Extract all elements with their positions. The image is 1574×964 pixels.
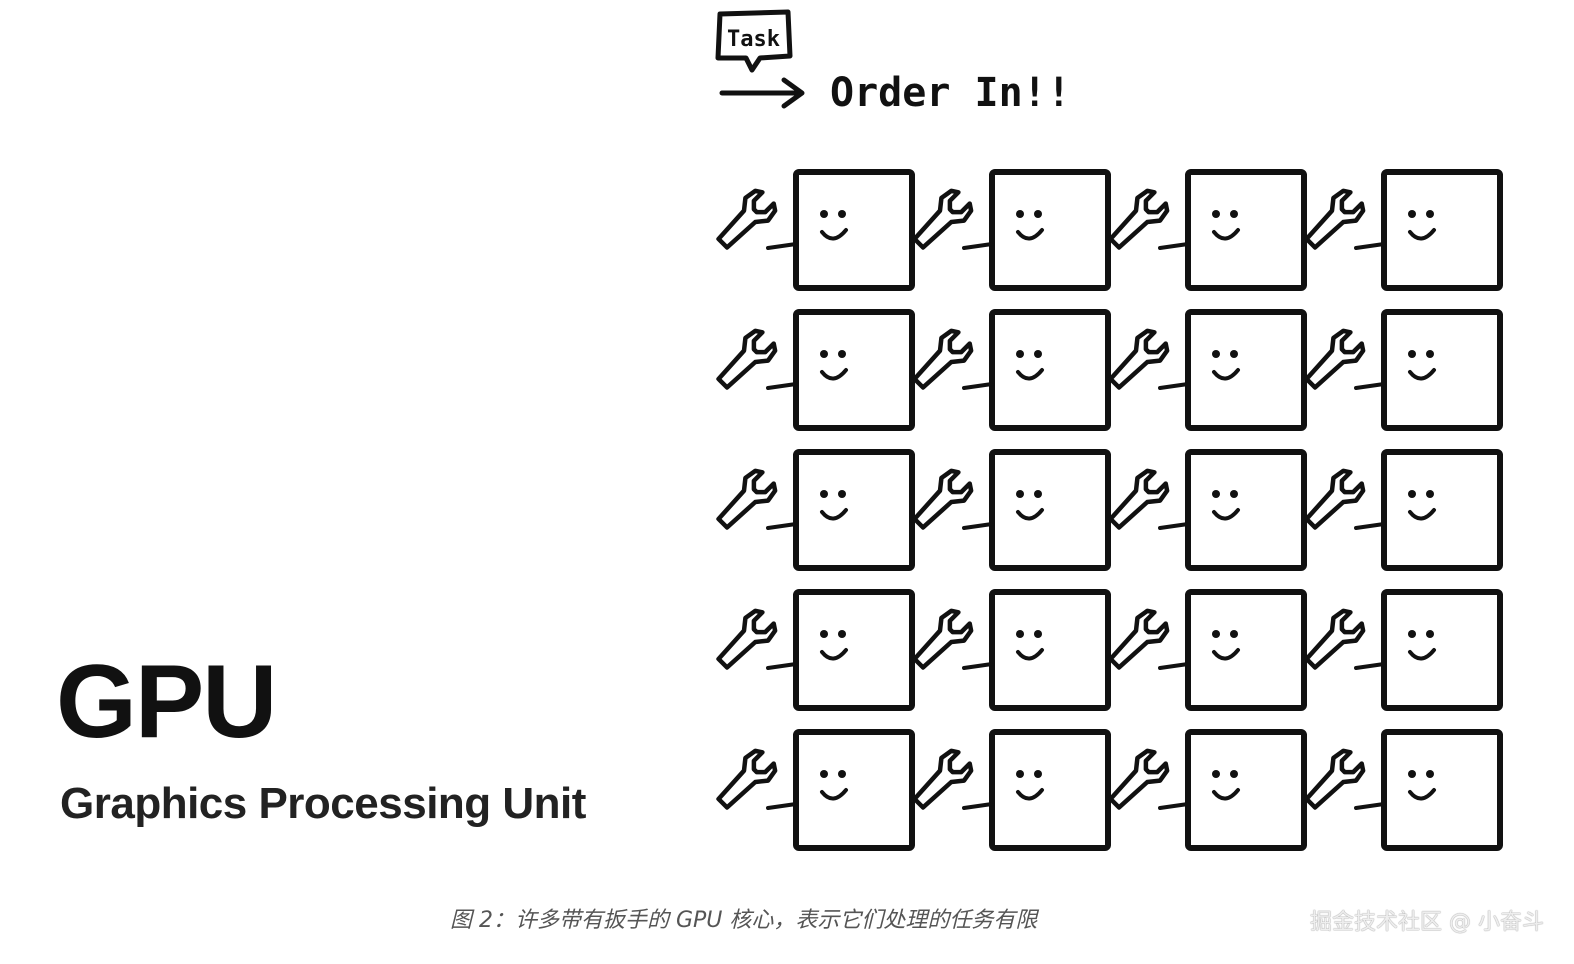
watermark: 掘金技术社区 @ 小奋斗 [1310, 910, 1544, 935]
gpu-cores-diagram: Task Order In!! [715, 9, 1503, 851]
gpu-core [912, 169, 1111, 291]
smiley-face-icon [1408, 210, 1436, 241]
wrench-icon [1108, 748, 1170, 810]
wrench-icon [1304, 468, 1366, 530]
wrench-icon [716, 468, 778, 530]
core-box [793, 729, 915, 851]
gpu-core [912, 589, 1111, 711]
smiley-face-icon [820, 490, 848, 521]
smiley-face-icon [1408, 770, 1436, 801]
smiley-face-icon [1016, 350, 1044, 381]
smiley-face-icon [1212, 350, 1240, 381]
wrench-icon [912, 188, 974, 250]
core-box [1381, 589, 1503, 711]
smiley-face-icon [1016, 210, 1044, 241]
wrench-icon [716, 608, 778, 670]
smiley-face-icon [820, 770, 848, 801]
smiley-face-icon [1212, 490, 1240, 521]
wrench-icon [1108, 468, 1170, 530]
gpu-core [716, 729, 915, 851]
gpu-core [1108, 169, 1307, 291]
figure-caption: 图 2：许多带有扳手的 GPU 核心，表示它们处理的任务有限 [450, 908, 1038, 933]
core-grid [716, 169, 1503, 851]
gpu-core [1108, 309, 1307, 431]
wrench-icon [716, 328, 778, 390]
gpu-core [716, 309, 915, 431]
core-box [793, 589, 915, 711]
smiley-face-icon [1016, 630, 1044, 661]
core-box [1185, 449, 1307, 571]
smiley-face-icon [1016, 770, 1044, 801]
core-box [989, 169, 1111, 291]
core-box [1185, 729, 1307, 851]
gpu-core [1108, 449, 1307, 571]
core-box [989, 729, 1111, 851]
smiley-face-icon [1212, 770, 1240, 801]
wrench-icon [1304, 328, 1366, 390]
core-box [793, 309, 915, 431]
gpu-core [1304, 449, 1503, 571]
smiley-face-icon [1408, 350, 1436, 381]
wrench-icon [1108, 328, 1170, 390]
wrench-icon [912, 328, 974, 390]
smiley-face-icon [1016, 490, 1044, 521]
smiley-face-icon [1212, 630, 1240, 661]
gpu-core [912, 729, 1111, 851]
smiley-face-icon [1212, 210, 1240, 241]
wrench-icon [912, 748, 974, 810]
smiley-face-icon [820, 630, 848, 661]
core-box [1185, 169, 1307, 291]
core-box [989, 449, 1111, 571]
gpu-core [912, 309, 1111, 431]
core-box [1381, 169, 1503, 291]
gpu-core [716, 589, 915, 711]
core-box [1381, 309, 1503, 431]
core-box [1185, 589, 1307, 711]
gpu-core [1304, 729, 1503, 851]
smiley-face-icon [1408, 490, 1436, 521]
wrench-icon [912, 608, 974, 670]
task-label: Task [727, 27, 780, 52]
wrench-icon [1304, 748, 1366, 810]
smiley-face-icon [1408, 630, 1436, 661]
wrench-icon [912, 468, 974, 530]
gpu-core [716, 169, 915, 291]
gpu-core [1108, 729, 1307, 851]
wrench-icon [1108, 188, 1170, 250]
core-box [793, 449, 915, 571]
gpu-core [912, 449, 1111, 571]
order-in-text: Order In!! [830, 70, 1071, 116]
wrench-icon [1304, 608, 1366, 670]
core-box [1381, 729, 1503, 851]
gpu-core [1304, 169, 1503, 291]
gpu-subtitle: Graphics Processing Unit [60, 779, 586, 828]
smiley-face-icon [820, 210, 848, 241]
gpu-core [1304, 589, 1503, 711]
gpu-core [1108, 589, 1307, 711]
wrench-icon [716, 748, 778, 810]
gpu-core [716, 449, 915, 571]
gpu-core [1304, 309, 1503, 431]
wrench-icon [1304, 188, 1366, 250]
arrow-icon [719, 77, 805, 109]
smiley-face-icon [820, 350, 848, 381]
core-box [989, 309, 1111, 431]
core-box [1381, 449, 1503, 571]
wrench-icon [1108, 608, 1170, 670]
task-bubble: Task [715, 9, 793, 73]
gpu-title: GPU [56, 644, 277, 760]
wrench-icon [716, 188, 778, 250]
core-box [1185, 309, 1307, 431]
core-box [989, 589, 1111, 711]
core-box [793, 169, 915, 291]
